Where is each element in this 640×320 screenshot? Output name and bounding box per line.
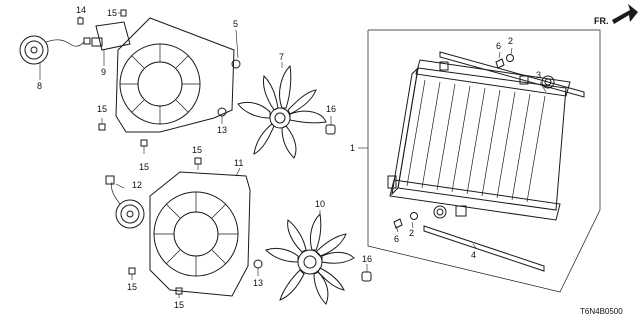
- bolt-15-e: [128, 267, 136, 275]
- callout-9: 9: [101, 67, 106, 77]
- callout-6-upper: 6: [496, 41, 501, 51]
- callout-3: 3: [536, 70, 541, 80]
- callout-7: 7: [279, 52, 284, 62]
- callout-15-b: 15: [97, 104, 107, 114]
- callout-2-lower: 2: [409, 228, 414, 238]
- callout-12: 12: [132, 180, 142, 190]
- cooling-fan-upper: [237, 64, 327, 159]
- mount-cushion-lower: [410, 212, 418, 220]
- callout-13-upper: 13: [217, 125, 227, 135]
- callout-5: 5: [233, 19, 238, 29]
- mount-clip-lower: [393, 218, 403, 229]
- callout-15-c: 15: [139, 162, 149, 172]
- bolt-15-b: [98, 123, 106, 131]
- front-direction-label: FR.: [594, 16, 609, 26]
- nut-13-b: [253, 259, 263, 269]
- fan-motor-upper: [19, 35, 91, 65]
- bolt-14: [77, 17, 84, 25]
- cooling-fan-lower: [265, 212, 355, 305]
- radiator-core: [387, 59, 571, 221]
- nut-16-b: [361, 271, 372, 282]
- diagram-code: T6N4B0500: [580, 307, 623, 316]
- callout-15-e: 15: [127, 282, 137, 292]
- bolt-15-c: [140, 139, 148, 147]
- callout-2-upper: 2: [508, 36, 513, 46]
- callout-16-lower: 16: [362, 254, 372, 264]
- callout-14: 14: [76, 5, 86, 15]
- callout-8: 8: [37, 81, 42, 91]
- wire-harness-bracket: [91, 21, 131, 51]
- callout-15-d: 15: [192, 145, 202, 155]
- front-direction-arrow-icon: [612, 4, 638, 24]
- callout-13-lower: 13: [253, 278, 263, 288]
- mount-cushion-upper: [506, 54, 514, 62]
- callout-16-upper: 16: [326, 104, 336, 114]
- fan-shroud-upper: [115, 17, 241, 133]
- nut-16-a: [325, 124, 336, 135]
- callout-4: 4: [471, 250, 476, 260]
- callout-15-f: 15: [174, 300, 184, 310]
- fan-motor-lower: [105, 175, 145, 229]
- upper-seal-strip: [439, 51, 585, 98]
- bolt-15-d: [194, 157, 202, 165]
- callout-6-lower: 6: [394, 234, 399, 244]
- callout-11: 11: [234, 158, 243, 168]
- bolt-15-a: [120, 9, 127, 17]
- fan-shroud-lower: [149, 171, 251, 297]
- callout-10: 10: [315, 199, 325, 209]
- callout-1: 1: [350, 143, 355, 153]
- radiator-assembly-box: [367, 29, 601, 293]
- callout-15-a: 15: [107, 8, 117, 18]
- leader-lines: [39, 12, 547, 298]
- lower-seal-strip: [423, 225, 545, 272]
- mount-clip-upper: [495, 58, 505, 69]
